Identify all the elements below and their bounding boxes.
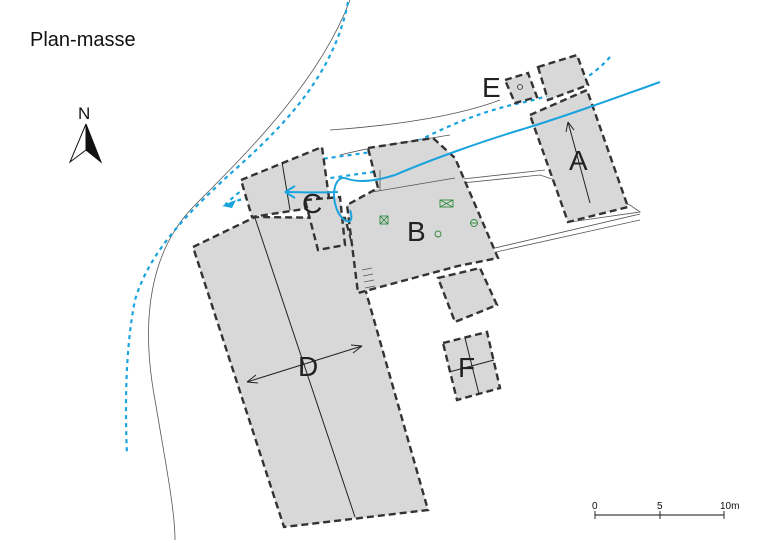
building-f[interactable] — [441, 330, 502, 402]
north-label: N — [78, 104, 90, 123]
building-b[interactable] — [345, 136, 500, 324]
structure-markers — [379, 199, 478, 238]
building-c[interactable] — [239, 145, 347, 252]
building-a[interactable] — [528, 88, 630, 224]
north-arrow-icon-right — [85, 123, 103, 164]
label-c: C — [302, 188, 322, 219]
north-arrow: N — [68, 104, 103, 164]
label-f: F — [458, 352, 475, 383]
label-e: E — [482, 72, 501, 103]
water-solid-channel — [284, 81, 661, 223]
label-d: D — [298, 351, 318, 382]
scale-bar: 0 5 10m — [592, 501, 739, 519]
north-arrow-icon-left — [68, 123, 87, 164]
plan-title: Plan-masse — [30, 29, 136, 51]
building-e[interactable] — [503, 53, 590, 105]
scale-tick-5: 5 — [657, 501, 663, 512]
flow-arrow — [222, 200, 236, 208]
scale-tick-0: 0 — [592, 501, 598, 512]
scale-tick-10m: 10m — [720, 501, 739, 512]
building-d[interactable] — [191, 215, 430, 529]
label-b: B — [407, 216, 426, 247]
label-a: A — [569, 145, 588, 176]
